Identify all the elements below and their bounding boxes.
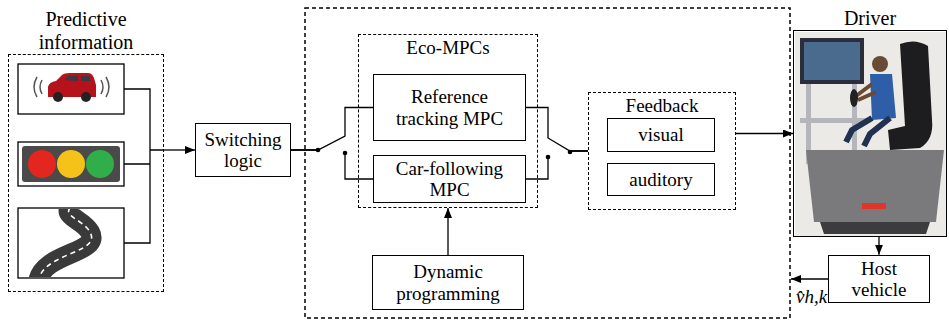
traffic-light-housing <box>22 146 120 182</box>
connector <box>291 108 373 151</box>
signal-waves <box>101 77 109 97</box>
process-box: Switching logic <box>195 123 291 177</box>
green-light <box>86 150 114 178</box>
photo-background <box>795 32 946 236</box>
group-heading: Feedback <box>626 93 699 116</box>
red-light <box>28 150 56 178</box>
box-label: auditory <box>629 169 692 190</box>
signal-label: v̂h,k <box>795 286 828 308</box>
driver-head <box>872 56 888 72</box>
car-wheel <box>81 92 91 102</box>
box-label: Car-following MPC <box>387 158 512 201</box>
connector <box>164 149 195 150</box>
signal-waves <box>34 77 42 97</box>
driver-arm <box>856 84 876 100</box>
driver-photo-frame: Driver <box>793 30 947 237</box>
connector <box>447 208 448 255</box>
yellow-light <box>57 150 85 178</box>
connector <box>878 237 879 255</box>
road-marking <box>38 209 92 277</box>
simulator-screen <box>800 38 864 84</box>
input-group: Predictive information <box>8 54 164 292</box>
box-label: Switching logic <box>201 129 285 172</box>
speed-signal-arrow <box>791 278 828 279</box>
box-label: Reference tracking MPC <box>395 86 505 129</box>
driver-leg <box>846 118 890 146</box>
simulator-screen <box>804 42 860 80</box>
seat <box>888 41 932 150</box>
box-label: Dynamic programming <box>386 261 511 304</box>
connector <box>291 150 373 179</box>
steering-wheel <box>850 89 858 107</box>
system-boundary <box>305 8 790 318</box>
driver-body <box>870 74 896 120</box>
connector <box>736 133 793 134</box>
process-box: Reference tracking MPC <box>373 74 526 141</box>
group-heading: Predictive information <box>9 8 163 53</box>
road <box>38 209 92 277</box>
icon-box <box>18 142 124 186</box>
connector <box>526 151 588 179</box>
process-box: Host vehicle <box>828 255 930 304</box>
icon-box <box>18 64 124 114</box>
box-label: Host vehicle <box>839 258 919 301</box>
process-box: Car-following MPC <box>373 155 526 204</box>
motion-platform <box>806 150 944 222</box>
feedback-group: Feedback visual auditory <box>588 92 736 210</box>
group-heading: Driver <box>794 7 946 29</box>
platform-light <box>862 203 886 209</box>
box-label: visual <box>638 124 683 145</box>
platform-base <box>820 222 930 234</box>
signal-bus <box>124 89 164 243</box>
process-box: Dynamic programming <box>372 255 524 310</box>
connector <box>526 108 588 152</box>
car-window <box>64 76 91 81</box>
channel-box: visual <box>607 118 715 152</box>
channel-box: auditory <box>607 163 715 196</box>
controller-group: Eco-MPCsReference tracking MPC Car-follow… <box>358 34 538 208</box>
group-heading: Eco-MPCs <box>406 35 489 58</box>
car-wheel <box>53 92 63 102</box>
